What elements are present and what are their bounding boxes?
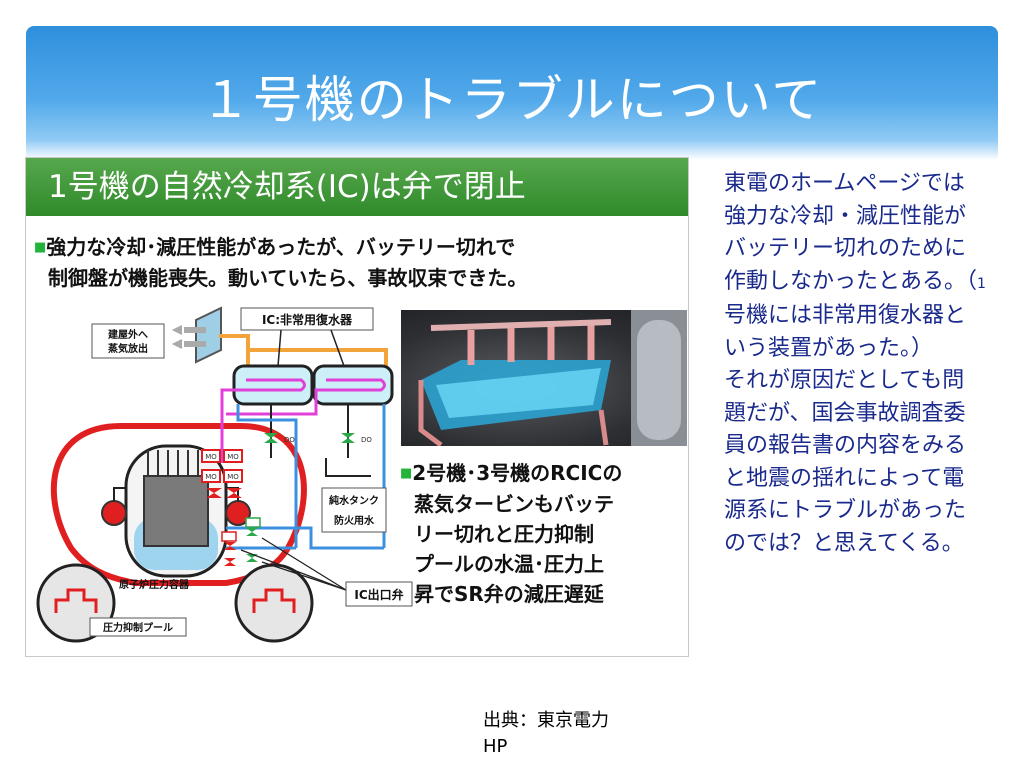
bullet-square-icon: ■: [34, 240, 47, 255]
valve-label-do-1: DO: [284, 436, 295, 444]
ic-condenser-photo: [401, 310, 687, 446]
bullet-2-line-1: 2号機･3号機のRCICの: [412, 461, 623, 485]
bullet-1-line-1: 強力な冷却･減圧性能があったが、バッテリー切れで: [46, 235, 516, 259]
bullet-2-line-3: リー切れと圧力抑制: [414, 522, 594, 546]
source-line-2: HP: [483, 736, 508, 757]
valve-label-mo-1: MO: [205, 453, 217, 461]
reactor-core: [143, 475, 209, 547]
ic-diagram-figure: 1号機の自然冷却系(IC)は弁で閉止 ■強力な冷却･減圧性能があったが、バッテリ…: [25, 157, 689, 657]
ic-outlet-valve-label: IC出口弁: [354, 587, 403, 602]
valve-label-do-2: DO: [361, 436, 372, 444]
exhaust-label-1: 建屋外へ: [107, 328, 148, 341]
ic-condenser-label: IC:非常用復水器: [262, 312, 353, 327]
figure-title: 1号機の自然冷却系(IC)は弁で閉止: [26, 158, 688, 216]
bullet-2-line-2: 蒸気タービンもバッテ: [414, 492, 614, 516]
recirc-pump-left: [101, 500, 127, 526]
fire-water-label: 防火用水: [334, 514, 375, 527]
mo-valve-group: [201, 449, 243, 483]
ic-system-diagram: 建屋外へ 蒸気放出 IC:非常用復水器 MO MO MO MO: [36, 306, 413, 643]
suppression-pool-right: [234, 563, 314, 643]
exhaust-label-2: 蒸気放出: [108, 342, 148, 355]
suppression-pool-label: 圧力抑制プール: [103, 621, 173, 634]
valve-label-mo-2: MO: [227, 453, 239, 461]
source-citation: 出典：東京電力 HP: [483, 708, 673, 760]
commentary-part-3: それが原因だとしても問題だが、国会事故調査委員の報告書の内容をみると地震の揺れに…: [724, 368, 967, 556]
bullet-2-line-4: プールの水温･圧力上: [414, 552, 604, 576]
rpv-label: 原子炉圧力容器: [119, 578, 190, 591]
bullet-square-icon-2: ■: [400, 466, 413, 481]
pure-water-tank-label: 純水タンク: [329, 494, 379, 507]
title-banner: １号機のトラブルについて: [26, 26, 998, 160]
commentary-text: 東電のホームページでは強力な冷却・減圧性能がバッテリー切れのために作動しなかった…: [724, 168, 986, 560]
figure-bullet-1: ■強力な冷却･減圧性能があったが、バッテリー切れで 制御盤が機能喪失。動いていた…: [34, 232, 674, 293]
valve-label-mo-3: MO: [205, 473, 217, 481]
slide-title: １号機のトラブルについて: [200, 71, 824, 129]
commentary-unit-number: 1: [977, 275, 986, 292]
figure-bullet-2: ■2号機･3号機のRCICの 蒸気タービンもバッテ リー切れと圧力抑制 プールの…: [400, 458, 685, 609]
commentary-part-2: 号機には非常用復水器という装置があった。）: [724, 303, 967, 361]
isolation-condenser-b: [312, 364, 394, 406]
valve-label-mo-4: MO: [227, 473, 239, 481]
bullet-2-line-5: 昇でSR弁の減圧遅延: [414, 582, 604, 606]
page-number: 2: [507, 712, 514, 723]
source-line-1: 出典：東京電力: [483, 710, 609, 731]
condenser-render: [418, 310, 687, 446]
exhaust-vent: [195, 306, 222, 364]
isolation-condenser-a: [232, 364, 314, 406]
steam-line-orange: [219, 334, 388, 368]
commentary-part-1: 東電のホームページでは強力な冷却・減圧性能がバッテリー切れのために作動しなかった…: [724, 171, 978, 294]
bullet-1-line-2: 制御盤が機能喪失。動いていたら、事故収束できた。: [48, 266, 528, 290]
containment-vessel-outline: [50, 423, 307, 586]
